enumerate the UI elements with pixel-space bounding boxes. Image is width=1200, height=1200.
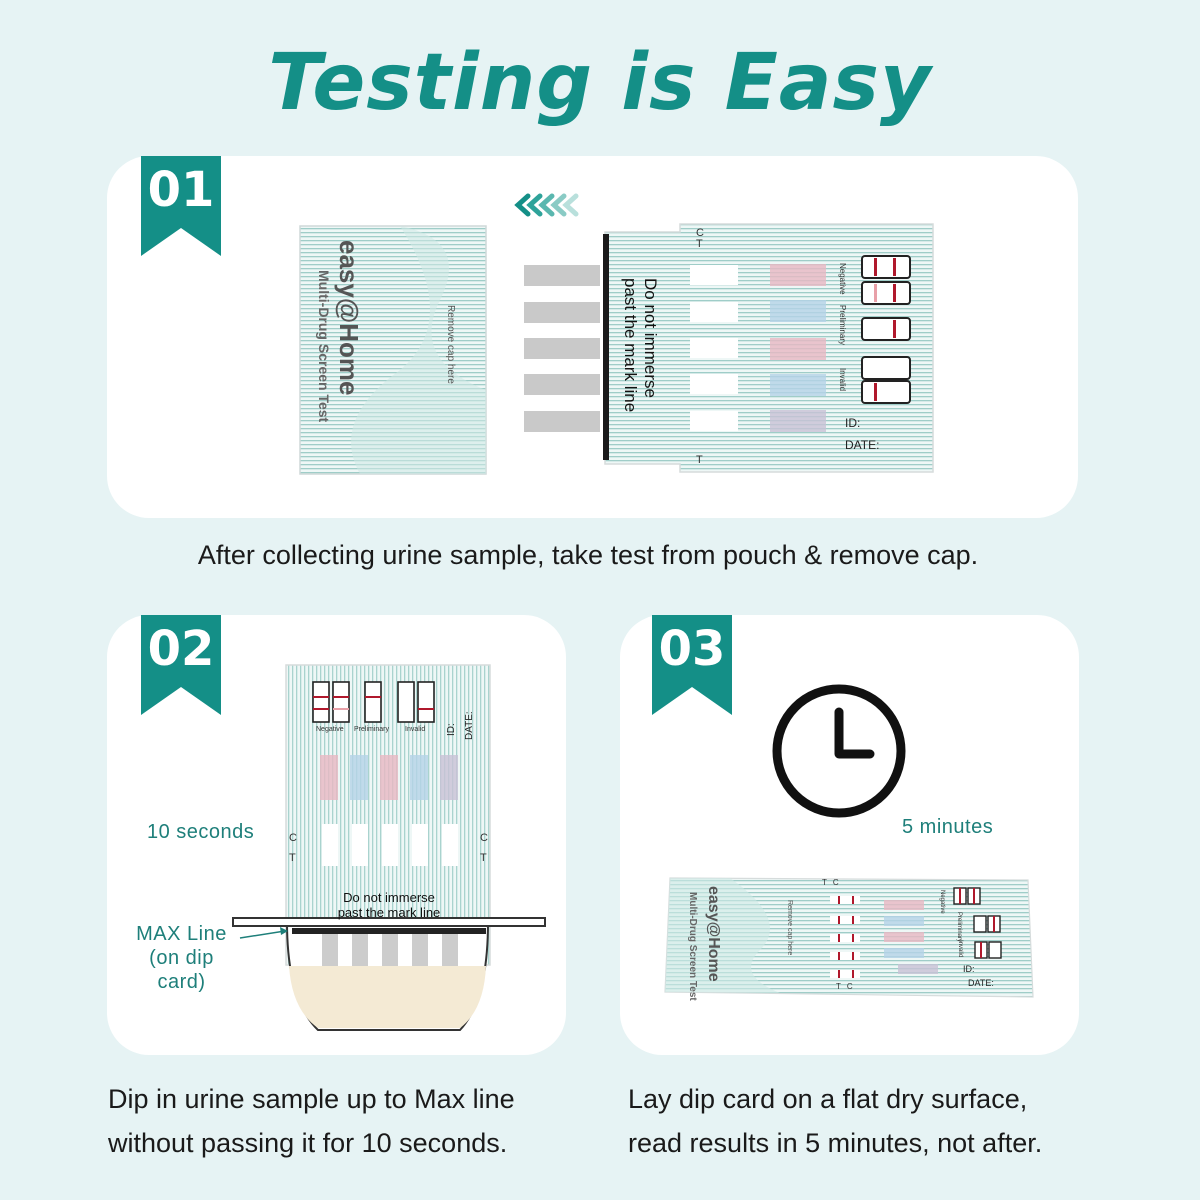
step-1-number: 01 bbox=[147, 162, 215, 218]
page-title: Testing is Easy bbox=[268, 38, 932, 128]
card-warning-text: Do not immerse past the mark line bbox=[300, 890, 478, 920]
c-label: C bbox=[480, 832, 488, 844]
legend-invalid: Invalid bbox=[957, 940, 963, 958]
legend-preliminary: Preliminary bbox=[956, 912, 962, 943]
duration-label: 10 seconds bbox=[147, 821, 255, 843]
brand-logo-text: easy@Home bbox=[334, 240, 364, 396]
t-label: T bbox=[836, 982, 847, 991]
card-brand: easy@Home Multi-Drug Screen Test bbox=[687, 886, 740, 1006]
step-3-badge: 03 bbox=[652, 615, 732, 715]
t-label: T bbox=[696, 238, 703, 250]
max-line-title: MAX Line bbox=[136, 923, 227, 945]
warning-line-2: past the mark line bbox=[621, 278, 640, 413]
id-label: ID: bbox=[963, 964, 975, 974]
clock-icon bbox=[772, 684, 906, 818]
ct-row-bottom: TC bbox=[836, 982, 859, 991]
date-label: DATE: bbox=[845, 438, 880, 452]
step-3-number: 03 bbox=[658, 621, 726, 677]
cap-brand: easy@Home Multi-Drug Screen Test bbox=[316, 240, 366, 460]
t-label: T bbox=[480, 852, 487, 864]
date-label: DATE: bbox=[464, 711, 475, 740]
step-1-caption: After collecting urine sample, take test… bbox=[197, 540, 979, 570]
c-label: C bbox=[289, 832, 297, 844]
max-line-label: MAX Line (on dip card) bbox=[124, 922, 239, 994]
absorbent-strips bbox=[524, 265, 600, 432]
card-ct-top: C T bbox=[696, 228, 704, 250]
legend-preliminary: Preliminary bbox=[838, 305, 847, 346]
warning-line-2: past the mark line bbox=[337, 905, 441, 920]
step-2-badge: 02 bbox=[141, 615, 221, 715]
id-label: ID: bbox=[446, 723, 457, 736]
step-2-caption: Dip in urine sample up to Max line witho… bbox=[108, 1077, 578, 1165]
legend-preliminary: Preliminary bbox=[354, 726, 390, 733]
legend-invalid: Invalid bbox=[838, 368, 847, 392]
t-label: T bbox=[289, 852, 296, 864]
step-3-illustration bbox=[664, 877, 1034, 998]
dip-card-flat bbox=[664, 877, 1034, 998]
urine-cup bbox=[232, 917, 546, 1031]
card-ct-right: C T bbox=[480, 828, 488, 868]
ribbon-badge-icon bbox=[141, 615, 221, 715]
legend-negative: Negative bbox=[939, 890, 945, 914]
c-label: C bbox=[832, 878, 845, 887]
dip-card bbox=[603, 223, 934, 473]
step-1-badge: 01 bbox=[141, 156, 221, 256]
date-label: DATE: bbox=[968, 978, 994, 988]
caption-line-2: without passing it for 10 seconds. bbox=[108, 1128, 508, 1158]
max-line-sub: (on dip card) bbox=[149, 947, 214, 993]
legend-invalid: Invalid bbox=[405, 726, 426, 733]
ribbon-badge-icon bbox=[141, 156, 221, 256]
step-1-illustration bbox=[299, 193, 934, 475]
t-label: T bbox=[822, 878, 833, 887]
test-cap bbox=[299, 225, 487, 475]
warning-line-1: Do not immerse bbox=[343, 890, 435, 905]
caption-line-1: Lay dip card on a flat dry surface, bbox=[628, 1084, 1028, 1114]
legend-negative: Negative bbox=[838, 263, 847, 295]
ct-row-top: TC bbox=[822, 878, 845, 887]
card-warning-text: Do not immerse past the mark line bbox=[620, 278, 660, 428]
c-label: C bbox=[846, 982, 859, 991]
duration-label: 5 minutes bbox=[902, 816, 994, 838]
brand-logo-text: easy@Home bbox=[705, 886, 722, 982]
legend-negative: Negative bbox=[316, 726, 344, 733]
c-label: C bbox=[696, 227, 704, 239]
step-3-caption: Lay dip card on a flat dry surface, read… bbox=[628, 1077, 1148, 1165]
product-name: Multi-Drug Screen Test bbox=[687, 892, 698, 1001]
caption-line-2: read results in 5 minutes, not after. bbox=[628, 1128, 1043, 1158]
ribbon-badge-icon bbox=[652, 615, 732, 715]
dip-card-vertical bbox=[285, 664, 491, 966]
cap-label: Remove cap here bbox=[786, 900, 793, 956]
caption-line-1: Dip in urine sample up to Max line bbox=[108, 1084, 515, 1114]
product-name: Multi-Drug Screen Test bbox=[316, 270, 332, 423]
card-ct-left: C T bbox=[289, 828, 297, 868]
step-2-illustration bbox=[232, 664, 546, 1031]
chevrons-left-icon bbox=[514, 193, 579, 217]
step-2-number: 02 bbox=[147, 621, 215, 677]
card-ct-bottom: T bbox=[696, 455, 703, 466]
id-label: ID: bbox=[845, 416, 861, 430]
cap-label: Remove cap here bbox=[445, 305, 456, 384]
t-label: T bbox=[696, 454, 703, 466]
warning-line-1: Do not immerse bbox=[641, 278, 660, 398]
